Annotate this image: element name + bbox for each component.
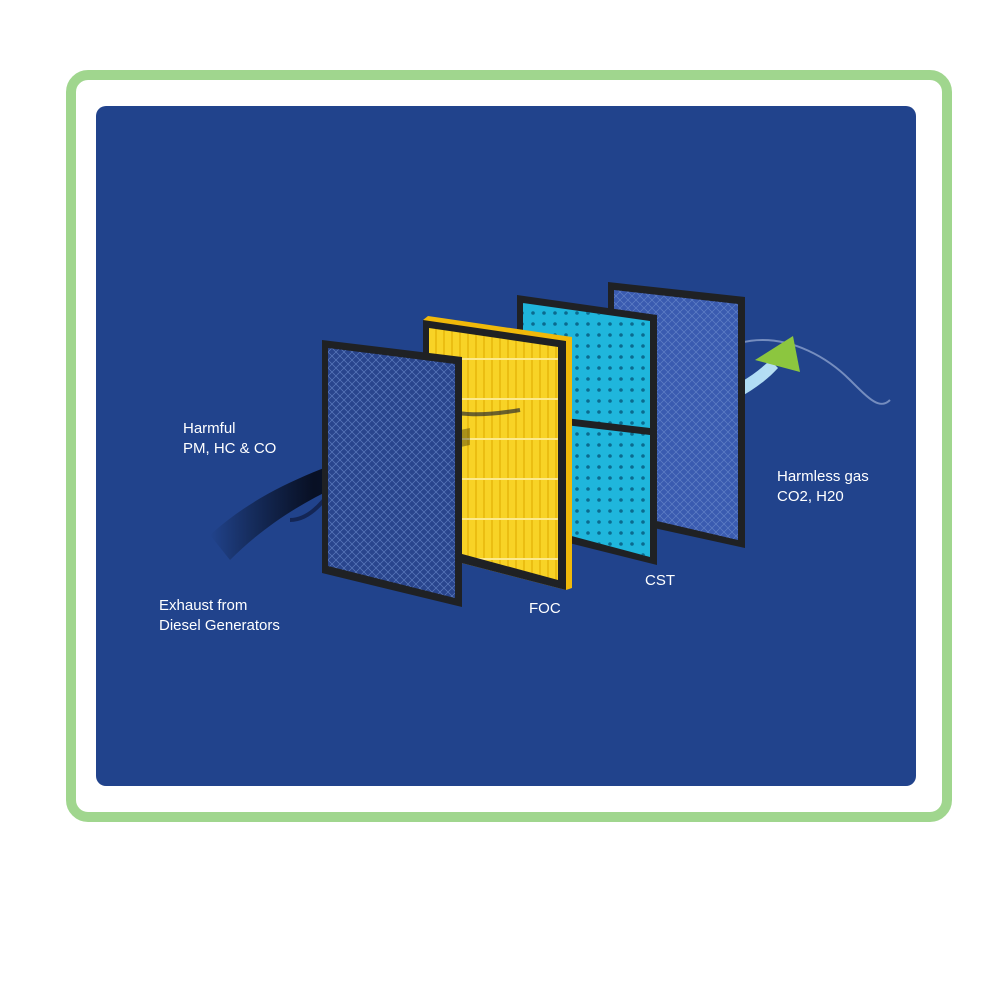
harmless-label-line1: Harmless gas <box>777 468 869 485</box>
filter-diagram <box>210 282 891 607</box>
mesh-filter-front <box>322 340 462 607</box>
harmful-label-line2: PM, HC & CO <box>183 440 277 457</box>
diagram-panel <box>96 106 916 786</box>
foc-label: FOC <box>529 600 561 617</box>
arrow-head-icon <box>755 336 800 372</box>
exhaust-label-line2: Diesel Generators <box>159 617 280 634</box>
harmful-label: Harmful PM, HC & CO <box>183 419 276 459</box>
cst-label: CST <box>645 572 675 589</box>
exhaust-label-line1: Exhaust from <box>159 597 248 614</box>
harmless-label-line2: CO2, H20 <box>777 488 844 505</box>
harmless-label: Harmless gas CO2, H20 <box>777 467 869 507</box>
harmful-label-line1: Harmful <box>183 420 236 437</box>
exhaust-label: Exhaust from Diesel Generators <box>159 596 280 636</box>
